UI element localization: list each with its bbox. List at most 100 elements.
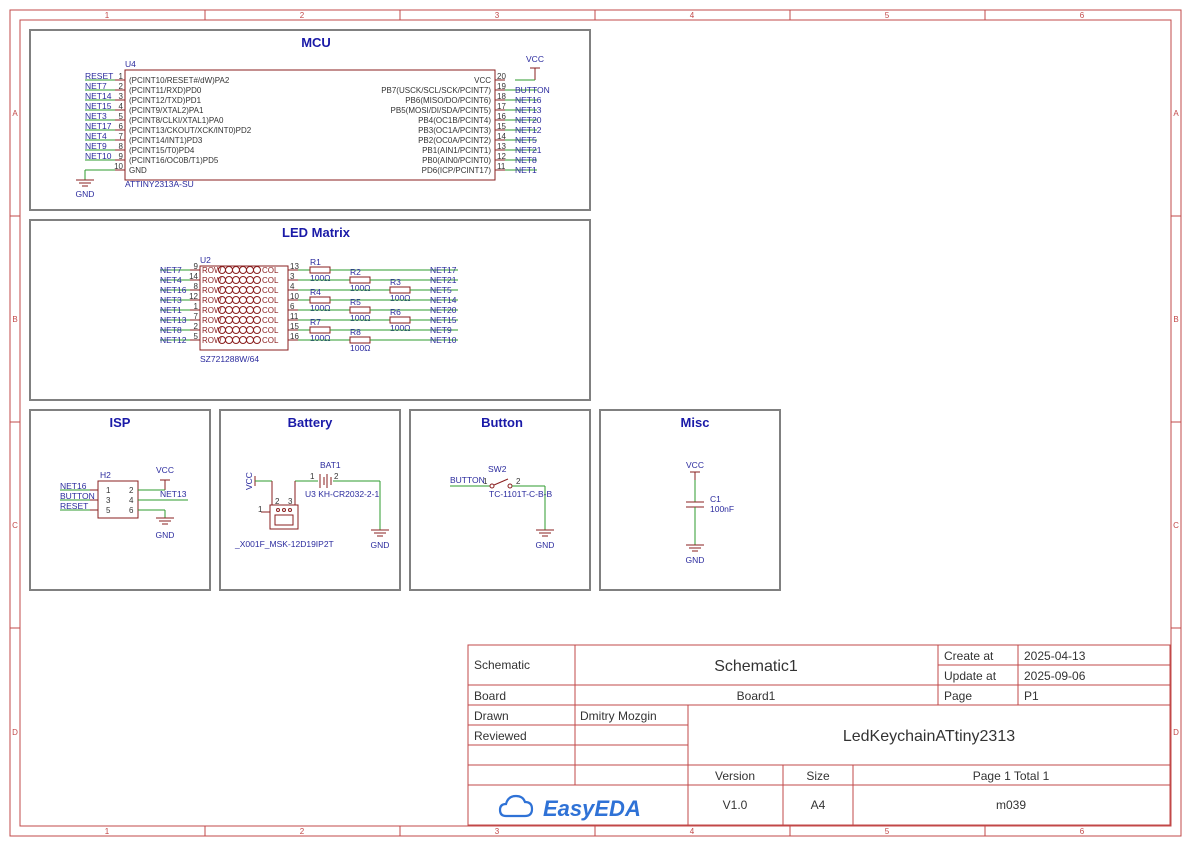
mcu-pin-name: VCC bbox=[474, 76, 491, 85]
resistor-value: 100Ω bbox=[310, 303, 331, 313]
mcu-left-net-label: NET14 bbox=[85, 91, 112, 101]
tb-doc-number: m039 bbox=[996, 798, 1026, 812]
cloud-icon bbox=[498, 794, 534, 818]
mcu-pin-number: 13 bbox=[497, 142, 506, 151]
mcu-pin-name: PB4(OC1B/PCINT4) bbox=[418, 116, 491, 125]
led-dot bbox=[239, 336, 247, 344]
mcu-pin-name: PB6(MISO/DO/PCINT6) bbox=[405, 96, 491, 105]
zone-row-left: A bbox=[12, 109, 18, 118]
zone-col-bottom: 3 bbox=[495, 827, 500, 836]
tb-project-name: LedKeychainATtiny2313 bbox=[843, 728, 1015, 745]
led-col-label: COL bbox=[262, 286, 279, 295]
led-dot bbox=[239, 316, 247, 324]
led-dot bbox=[225, 286, 233, 294]
led-left-net-label: NET12 bbox=[160, 335, 187, 345]
battery-vcc-label: VCC bbox=[244, 472, 254, 490]
isp-left-net-label: RESET bbox=[60, 501, 88, 511]
led-pin-number: 7 bbox=[194, 312, 199, 321]
led-right-net-label: NET10 bbox=[430, 335, 457, 345]
switch-part: _X001F_MSK-12D19IP2T bbox=[234, 539, 334, 549]
battery-gnd-label: GND bbox=[371, 540, 390, 550]
mcu-pin-number: 20 bbox=[497, 72, 506, 81]
zone-col-top: 2 bbox=[300, 11, 305, 20]
easyeda-logo: EasyEDA bbox=[498, 794, 641, 821]
mcu-pin-name: (PCINT16/OC0B/T1)PD5 bbox=[129, 156, 219, 165]
sheet-frame bbox=[9, 9, 1182, 837]
led-row-label: ROW bbox=[202, 316, 222, 325]
zone-col-bottom: 6 bbox=[1080, 827, 1085, 836]
mcu-right-net-label: NET13 bbox=[515, 105, 542, 115]
mcu-pin-number: 2 bbox=[119, 82, 124, 91]
mcu-left-net-label: NET7 bbox=[85, 81, 107, 91]
tb-update-label: Update at bbox=[944, 669, 997, 683]
mcu-pin-number: 15 bbox=[497, 122, 506, 131]
isp-title: ISP bbox=[110, 415, 131, 430]
led-matrix-body bbox=[199, 265, 289, 351]
isp-pin-number: 6 bbox=[129, 506, 134, 515]
tb-create-label: Create at bbox=[944, 649, 994, 663]
led-dot bbox=[246, 306, 254, 314]
led-col-label: COL bbox=[262, 266, 279, 275]
isp-pin-number: 5 bbox=[106, 506, 111, 515]
battery-vcc-symbol: VCC bbox=[244, 472, 272, 490]
mcu-ref: U4 bbox=[125, 59, 136, 69]
led-dot bbox=[253, 336, 261, 344]
led-dot bbox=[232, 296, 240, 304]
resistor-value: 100Ω bbox=[310, 333, 331, 343]
led-left-net-label: NET7 bbox=[160, 265, 182, 275]
led-col-label: COL bbox=[262, 316, 279, 325]
tb-version-label: Version bbox=[715, 769, 755, 783]
mcu-pin-name: (PCINT15/T0)PD4 bbox=[129, 146, 195, 155]
isp-gnd-symbol: GND bbox=[138, 509, 174, 540]
mcu-title: MCU bbox=[301, 35, 331, 50]
led-col-label: COL bbox=[262, 296, 279, 305]
mcu-pin-name: (PCINT9/XTAL2)PA1 bbox=[129, 106, 204, 115]
battery-pin2: 2 bbox=[334, 472, 339, 481]
led-dot bbox=[232, 336, 240, 344]
zone-col-top: 4 bbox=[690, 11, 695, 20]
battery-section: Battery BAT1 1 2 GND U3 KH-CR2032-2-1 VC… bbox=[219, 409, 401, 591]
power-switch-symbol bbox=[261, 481, 299, 530]
led-panel bbox=[29, 219, 591, 401]
zone-row-right: B bbox=[1173, 315, 1178, 324]
led-dot bbox=[253, 306, 261, 314]
zone-col-bottom: 2 bbox=[300, 827, 305, 836]
led-dot bbox=[232, 276, 240, 284]
resistor-value: 100Ω bbox=[390, 323, 411, 333]
mcu-pin-name: (PCINT14/INT1)PD3 bbox=[129, 136, 203, 145]
mcu-pin-number: 5 bbox=[119, 112, 124, 121]
button-title: Button bbox=[481, 415, 523, 430]
led-pin-number: 12 bbox=[189, 292, 198, 301]
mcu-pin-name: (PCINT13/CKOUT/XCK/INT0)PD2 bbox=[129, 126, 252, 135]
led-pin-number: 8 bbox=[194, 282, 199, 291]
led-dot bbox=[239, 276, 247, 284]
led-dot bbox=[232, 316, 240, 324]
led-pin-number: 11 bbox=[290, 312, 299, 321]
mcu-pin-name: (PCINT11/RXD)PD0 bbox=[129, 86, 202, 95]
led-right-net-label: NET15 bbox=[430, 315, 457, 325]
zone-row-right: A bbox=[1173, 109, 1179, 118]
tb-schematic-label: Schematic bbox=[474, 658, 530, 672]
mcu-pin-number: 14 bbox=[497, 132, 506, 141]
led-dot bbox=[246, 296, 254, 304]
led-right-net-label: NET5 bbox=[430, 285, 452, 295]
tb-board-label: Board bbox=[474, 689, 506, 703]
mcu-vcc-symbol: VCC bbox=[515, 54, 544, 81]
tb-page-total: Page 1 Total 1 bbox=[973, 769, 1050, 783]
isp-vcc-label: VCC bbox=[156, 465, 174, 475]
led-part: SZ721288W/64 bbox=[200, 354, 259, 364]
button-panel bbox=[409, 409, 591, 591]
led-dot bbox=[246, 326, 254, 334]
misc-panel bbox=[599, 409, 781, 591]
resistor-value: 100Ω bbox=[390, 293, 411, 303]
mcu-right-net-label: NET1 bbox=[515, 165, 537, 175]
zone-col-top: 3 bbox=[495, 11, 500, 20]
led-pin-number: 1 bbox=[194, 302, 199, 311]
mcu-pin-number: 4 bbox=[119, 102, 124, 111]
led-dot bbox=[225, 316, 233, 324]
led-dot bbox=[225, 266, 233, 274]
